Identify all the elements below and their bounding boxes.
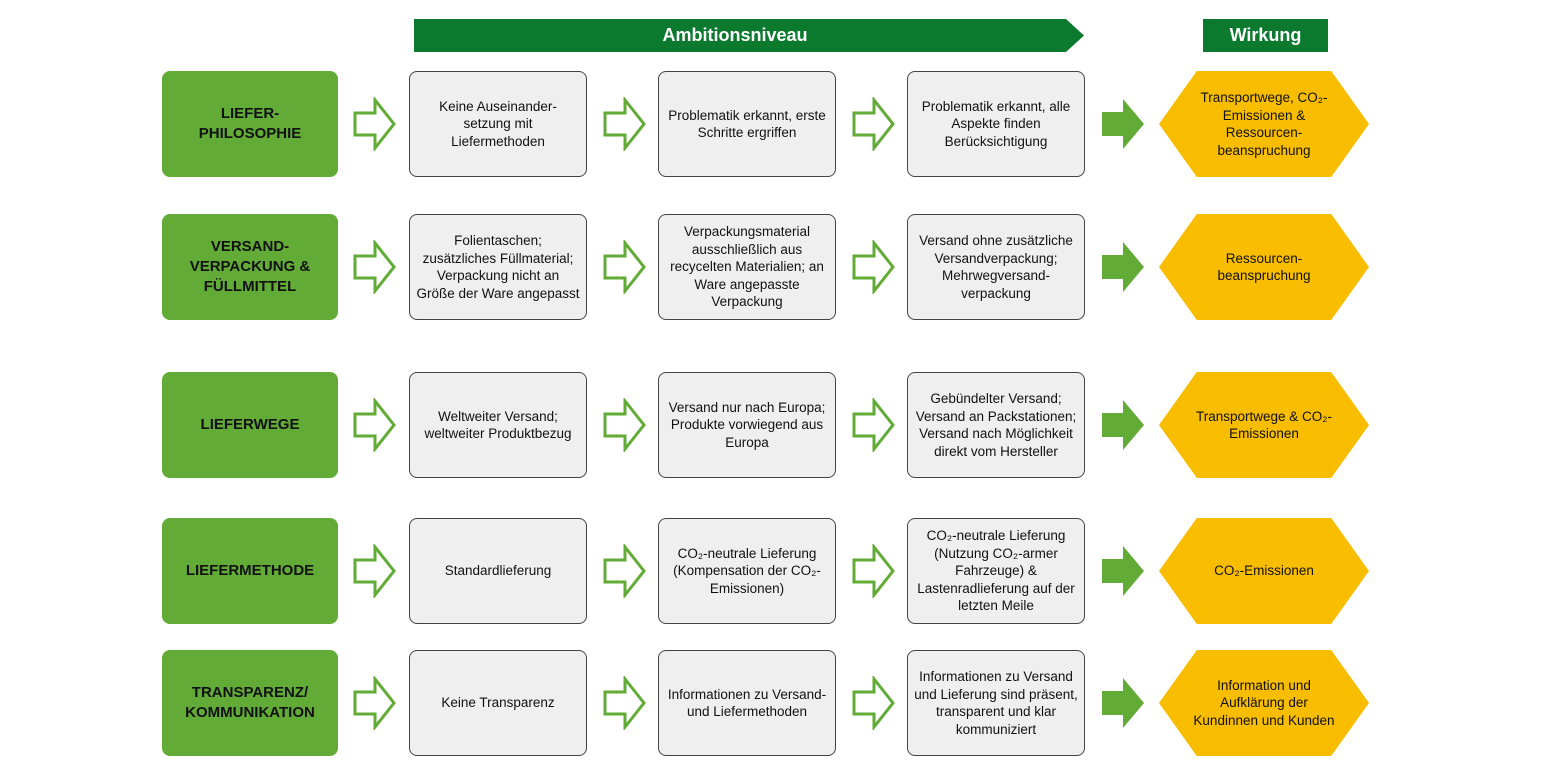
row-delivery-routes: LIEFERWEGE Weltweiter Versand; weltweite… (0, 372, 1545, 478)
outline-arrow-icon (603, 97, 646, 151)
filled-arrow-icon (1102, 242, 1144, 292)
outline-arrow-icon (852, 398, 895, 452)
level-2-box: Problematik erkannt, erste Schritte ergr… (658, 71, 836, 177)
outline-arrow-icon (353, 97, 396, 151)
outline-arrow-icon (852, 97, 895, 151)
category-label: LIEFERWEGE (162, 372, 338, 478)
outline-arrow-icon (353, 398, 396, 452)
row-transparency: TRANSPARENZ/ KOMMUNIKATION Keine Transpa… (0, 650, 1545, 756)
outline-arrow-icon (353, 676, 396, 730)
impact-header-label: Wirkung (1229, 25, 1302, 45)
filled-arrow-icon (1102, 99, 1144, 149)
level-1-box: Keine Transparenz (409, 650, 587, 756)
row-packaging: VERSAND- VERPACKUNG & FÜLLMITTEL Folient… (0, 214, 1545, 320)
impact-hexagon: Transportwege, CO₂-Emissionen & Ressourc… (1159, 71, 1369, 177)
outline-arrow-icon (852, 676, 895, 730)
category-label: LIEFERMETHODE (162, 518, 338, 624)
level-2-box: CO₂-neutrale Lieferung (Kompensation der… (658, 518, 836, 624)
filled-arrow-icon (1102, 400, 1144, 450)
level-3-box: Informationen zu Versand und Lieferung s… (907, 650, 1085, 756)
outline-arrow-icon (852, 544, 895, 598)
category-label: TRANSPARENZ/ KOMMUNIKATION (162, 650, 338, 756)
ambition-level-label: Ambitionsniveau (662, 25, 808, 45)
level-3-box: Versand ohne zusätzliche Versandverpacku… (907, 214, 1085, 320)
category-label: VERSAND- VERPACKUNG & FÜLLMITTEL (162, 214, 338, 320)
category-label: LIEFER- PHILOSOPHIE (162, 71, 338, 177)
outline-arrow-icon (603, 398, 646, 452)
level-3-box: Problematik erkannt, alle Aspekte finden… (907, 71, 1085, 177)
row-delivery-method: LIEFERMETHODE Standardlieferung CO₂-neut… (0, 518, 1545, 624)
impact-hexagon: Transportwege & CO₂-Emissionen (1159, 372, 1369, 478)
filled-arrow-icon (1102, 678, 1144, 728)
level-2-box: Informationen zu Versand- und Liefermeth… (658, 650, 836, 756)
ambition-level-banner: Ambitionsniveau (414, 19, 1084, 52)
impact-hexagon: Information und Aufklärung der Kundinnen… (1159, 650, 1369, 756)
level-1-box: Keine Auseinander-setzung mit Liefermeth… (409, 71, 587, 177)
filled-arrow-icon (1102, 546, 1144, 596)
outline-arrow-icon (353, 544, 396, 598)
outline-arrow-icon (852, 240, 895, 294)
outline-arrow-icon (353, 240, 396, 294)
level-1-box: Folientaschen; zusätzliches Füllmaterial… (409, 214, 587, 320)
outline-arrow-icon (603, 544, 646, 598)
impact-hexagon: Ressourcen-beanspruchung (1159, 214, 1369, 320)
outline-arrow-icon (603, 240, 646, 294)
level-1-box: Standardlieferung (409, 518, 587, 624)
row-delivery-philosophy: LIEFER- PHILOSOPHIE Keine Auseinander-se… (0, 71, 1545, 177)
level-3-box: Gebündelter Versand; Versand an Packstat… (907, 372, 1085, 478)
level-2-box: Versand nur nach Europa; Produkte vorwie… (658, 372, 836, 478)
level-3-box: CO₂-neutrale Lieferung (Nutzung CO₂-arme… (907, 518, 1085, 624)
impact-hexagon: CO₂-Emissionen (1159, 518, 1369, 624)
outline-arrow-icon (603, 676, 646, 730)
level-2-box: Verpackungsmaterial ausschließlich aus r… (658, 214, 836, 320)
impact-header: Wirkung (1203, 19, 1328, 52)
level-1-box: Weltweiter Versand; weltweiter Produktbe… (409, 372, 587, 478)
